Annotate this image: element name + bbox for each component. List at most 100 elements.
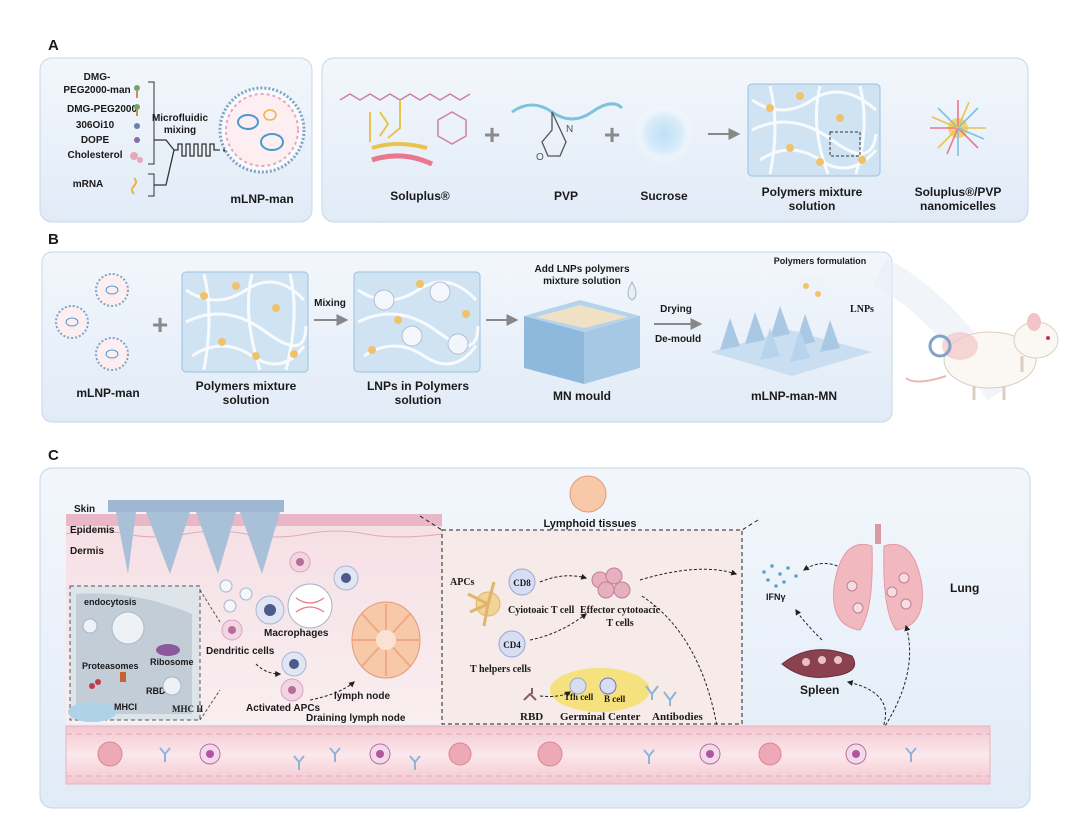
- lipid-bracket: [148, 81, 155, 165]
- component-dmg-man-2: PEG2000-man: [63, 85, 130, 96]
- spleen-illustration: [781, 649, 856, 678]
- b-lnps-label-2: solution: [395, 393, 442, 407]
- mn-mould: [524, 300, 640, 384]
- panel-c-label: C: [48, 447, 59, 464]
- apcs-label: APCs: [450, 577, 475, 588]
- formulation-label: Polymers formulation: [774, 256, 867, 266]
- vessel-antibodies: [159, 747, 917, 770]
- panel-b-label: B: [48, 231, 59, 248]
- mlnp-man-mn-label: mLNP-man-MN: [751, 389, 837, 403]
- mhc1-label: MHCI: [114, 702, 137, 712]
- mlnp-man-label: mLNP-man: [230, 192, 293, 206]
- dendritic-label: Dendritic cells: [206, 646, 275, 657]
- ifn-label: IFNγ: [766, 592, 786, 602]
- microfluidic-label-2: mixing: [164, 125, 196, 136]
- antibodies-label: Antibodies: [652, 711, 703, 723]
- plus-sign-2: +: [604, 119, 620, 150]
- effector-label-1: Effector cytotoacic: [580, 605, 661, 616]
- inset-zoom-lines: [199, 589, 221, 721]
- component-dmg-man-1: DMG-: [84, 72, 111, 83]
- apc-cell: [467, 581, 501, 627]
- lymphoid-icon: [569, 475, 607, 513]
- plus-sign-1: +: [484, 119, 500, 150]
- lipid-icons: [130, 85, 143, 195]
- skin-label: Skin: [74, 504, 95, 515]
- b-mixing-label: Mixing: [314, 298, 346, 309]
- sucrose-label: Sucrose: [640, 189, 688, 203]
- cd4-label: CD4: [503, 640, 521, 650]
- microneedle-array: [108, 500, 284, 574]
- endocytosis-label: endocytosis: [84, 597, 137, 607]
- b-plus-sign: +: [152, 309, 168, 340]
- bcell-label: B cell: [604, 694, 626, 704]
- endosome-icon: [111, 611, 145, 645]
- ribosome-label: Ribosome: [150, 657, 194, 667]
- epidemis-label: Epidemis: [70, 525, 115, 536]
- small-lnps: [55, 273, 129, 371]
- mn-mould-label: MN mould: [553, 389, 611, 403]
- b-polymers-label-1: Polymers mixture: [196, 379, 297, 393]
- rbd-label: RBD: [146, 686, 166, 696]
- mhc2-label: MHC II: [172, 704, 204, 714]
- svg-text:N: N: [566, 124, 573, 135]
- tfh-label: Tfh cell: [564, 692, 594, 702]
- mouse-illustration: [873, 258, 1059, 401]
- soluplus-structure: [339, 93, 471, 167]
- lung-label: Lung: [950, 581, 979, 595]
- cd4-cell: [498, 630, 526, 658]
- b-polymers-label-2: solution: [223, 393, 270, 407]
- antibody-icons: [645, 685, 677, 706]
- dermis-cells: [219, 551, 359, 702]
- lymph-node: [351, 601, 421, 679]
- b-polymer-cube: [181, 271, 309, 373]
- proteasomes-label: Proteasomes: [82, 661, 139, 671]
- b-mlnp-label: mLNP-man: [76, 386, 139, 400]
- component-dope: DOPE: [81, 135, 110, 146]
- spleen-label: Spleen: [800, 683, 839, 697]
- sucrose-glow: [634, 104, 694, 164]
- microfluidic-label-1: Microfluidic: [152, 113, 209, 124]
- dermis-label: Dermis: [70, 546, 104, 557]
- lung-illustration: [833, 524, 923, 631]
- pvp-label: PVP: [554, 189, 578, 203]
- component-306oi10: 306Oi10: [76, 120, 115, 131]
- germinal-center: [550, 668, 650, 712]
- proteasome-icon: [120, 672, 126, 682]
- drying-label: Drying: [660, 304, 692, 315]
- mn-patch: [710, 276, 872, 376]
- ribosome-icon: [156, 644, 180, 656]
- effector-cells: [591, 567, 631, 599]
- lymphoid-label: Lymphoid tissues: [543, 518, 636, 530]
- soluplus-label: Soluplus®: [390, 189, 450, 203]
- helpers-label: T helpers cells: [470, 664, 531, 675]
- lymph-node-label: lymph node: [334, 691, 391, 702]
- rbd2-label: RBD: [520, 711, 543, 723]
- cd8-label: CD8: [513, 578, 531, 588]
- nucleus-icon: [68, 702, 116, 722]
- polymer-mixture-cube: [747, 83, 881, 177]
- nanomicelle-icon: [930, 100, 986, 156]
- b-lnps-cube: [353, 271, 481, 373]
- vessel-cells: [97, 741, 867, 767]
- mixture-label-2: solution: [789, 199, 836, 213]
- activated-label: Activated APCs: [246, 703, 321, 714]
- mlnp-man-particle: [218, 86, 306, 174]
- component-cholesterol: Cholesterol: [67, 150, 122, 161]
- svg-text:O: O: [536, 152, 544, 163]
- microfluidic-chip: [154, 139, 220, 186]
- component-dmg-peg: DMG-PEG2000: [67, 104, 137, 115]
- pvp-structure: O N: [511, 102, 624, 163]
- germinal-label: Germinal Center: [560, 711, 640, 723]
- droplet-icon: [627, 280, 637, 301]
- cd8-cell: [508, 568, 536, 596]
- add-lnps-label-1: Add LNPs polymers: [534, 264, 629, 275]
- add-lnps-label-2: mixture solution: [543, 276, 621, 287]
- cytotoxic-label: Cyiotoaic T cell: [508, 605, 575, 616]
- panel-a-label: A: [48, 37, 59, 54]
- nanomicelle-label-1: Soluplus®/PVP: [915, 185, 1002, 199]
- b-lnps-label-1: LNPs in Polymers: [367, 379, 469, 393]
- component-mrna: mRNA: [73, 179, 104, 190]
- draining-label: Draining lymph node: [306, 713, 406, 724]
- lnps-label: LNPs: [850, 304, 874, 315]
